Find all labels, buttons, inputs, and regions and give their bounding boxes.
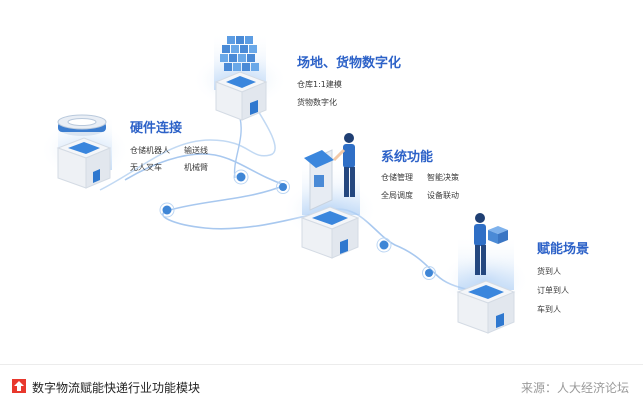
flow-path (99, 79, 276, 191)
flow-node (276, 180, 290, 194)
module-title-system: 系统功能 (381, 150, 434, 165)
kiosk-terminal-icon (304, 149, 334, 211)
figure-caption: 数字物流赋能快递行业功能模块 (32, 381, 201, 395)
module-item: 仓库1:1建模 (297, 80, 342, 89)
block-digitization (192, 32, 288, 121)
person-with-parcel-icon (474, 213, 508, 275)
flow-node (159, 202, 175, 218)
module-item: 货物数字化 (297, 98, 337, 107)
module-item: 仓储机器人 (130, 146, 170, 155)
module-item: 车到人 (537, 305, 561, 314)
caption-bar: 数字物流赋能快递行业功能模块 来源：人大经济论坛 (0, 364, 643, 410)
logistics-module-diagram (40, 32, 530, 334)
flow-path-branch (233, 117, 242, 179)
module-title-scenario: 赋能场景 (537, 242, 590, 257)
module-item: 仓储管理 (381, 173, 413, 182)
module-item: 输送线 (184, 146, 208, 155)
module-item: 货到人 (537, 267, 561, 276)
module-item: 智能决策 (427, 173, 459, 182)
module-title-hardware: 硬件连接 (130, 121, 183, 136)
flow-node (376, 237, 392, 253)
flow-node (233, 169, 249, 185)
module-item: 设备联动 (427, 191, 459, 200)
source-credit: 来源：人大经济论坛 (520, 381, 629, 395)
module-item: 订单到人 (537, 286, 569, 295)
person-figure-icon (332, 133, 355, 197)
module-item: 机械臂 (184, 163, 208, 172)
flow-node (422, 266, 436, 280)
server-stack-icon (220, 36, 259, 71)
warehouse-robot-icon (57, 114, 107, 136)
module-item: 全局调度 (381, 191, 413, 200)
block-scenario (440, 213, 530, 334)
module-item: 无人叉车 (130, 163, 162, 172)
module-title-digitization: 场地、货物数字化 (297, 56, 402, 71)
up-arrow-icon (12, 379, 26, 393)
block-system (282, 133, 378, 259)
block-hardware (40, 114, 130, 189)
